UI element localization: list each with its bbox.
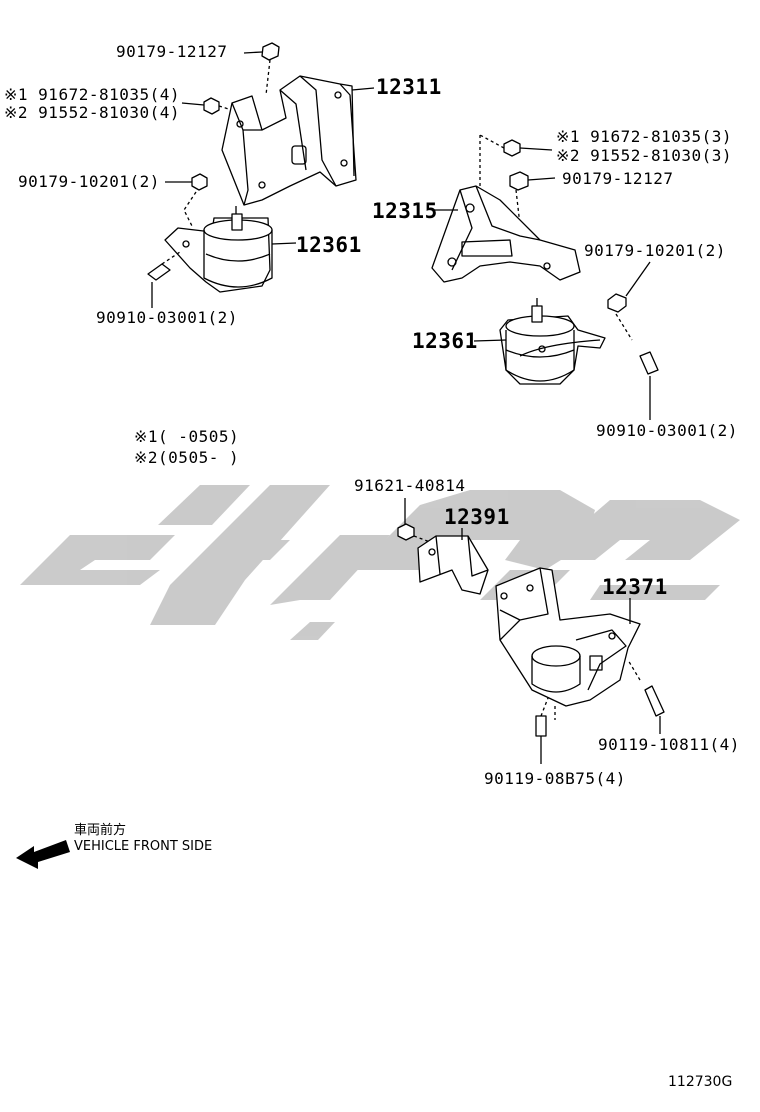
nut-90179-10201-right [607, 262, 650, 340]
mount-12361-left [165, 206, 296, 292]
label-bracket-12391: 12391 [444, 505, 510, 529]
bolt-90119-10811 [628, 660, 664, 734]
bolt-91621 [397, 498, 430, 542]
mount-12361-right [474, 298, 605, 384]
nut-90179-12127-right [509, 171, 555, 225]
nut-90179-12127-top [244, 42, 280, 95]
label-bolt-90119-08b75: 90119-08B75(4) [484, 769, 626, 788]
bolt-top-right [480, 135, 552, 188]
label-bolt-s2-top: ※2 91552-81030(4) [4, 103, 181, 122]
bracket-12311 [222, 76, 374, 205]
label-bolt-90910-left: 90910-03001(2) [96, 308, 238, 327]
bracket-12391 [418, 528, 488, 594]
bracket-12315 [432, 186, 580, 282]
label-nut-90179-12127-top: 90179-12127 [116, 42, 228, 61]
bolt-90910-right [640, 352, 658, 420]
label-nut-90179-10201-left: 90179-10201(2) [18, 172, 160, 191]
bolt-top-left [182, 97, 238, 115]
label-nut-90179-12127-right: 90179-12127 [562, 169, 674, 188]
label-bolt-s1-top: ※1 91672-81035(4) [4, 85, 181, 104]
left-arrow-icon [16, 840, 70, 869]
label-bracket-12311: 12311 [376, 75, 442, 99]
front-label-en: VEHICLE FRONT SIDE [74, 839, 213, 854]
note-s2: ※2(0505- ) [134, 448, 240, 467]
label-bracket-12315: 12315 [372, 199, 438, 223]
front-label-jp: 車両前方 [74, 823, 127, 838]
label-bolt-90910-right: 90910-03001(2) [596, 421, 738, 440]
bolt-90119-08b75 [536, 698, 548, 764]
diagram-code: 112730G [668, 1074, 733, 1090]
label-mount-12361-right: 12361 [412, 329, 478, 353]
label-bolt-91621: 91621-40814 [354, 476, 466, 495]
label-mount-12361-left: 12361 [296, 233, 362, 257]
label-bolt-s2-right: ※2 91552-81030(3) [556, 146, 733, 165]
note-s1: ※1( -0505) [134, 427, 240, 446]
label-nut-90179-10201-right: 90179-10201(2) [584, 241, 726, 260]
bolt-90910-left [148, 252, 180, 308]
mount-12371 [496, 568, 640, 720]
label-bolt-90119-10811: 90119-10811(4) [598, 735, 740, 754]
nut-90179-10201-left [165, 173, 208, 226]
label-mount-12371: 12371 [602, 575, 668, 599]
label-bolt-s1-right: ※1 91672-81035(3) [556, 127, 733, 146]
